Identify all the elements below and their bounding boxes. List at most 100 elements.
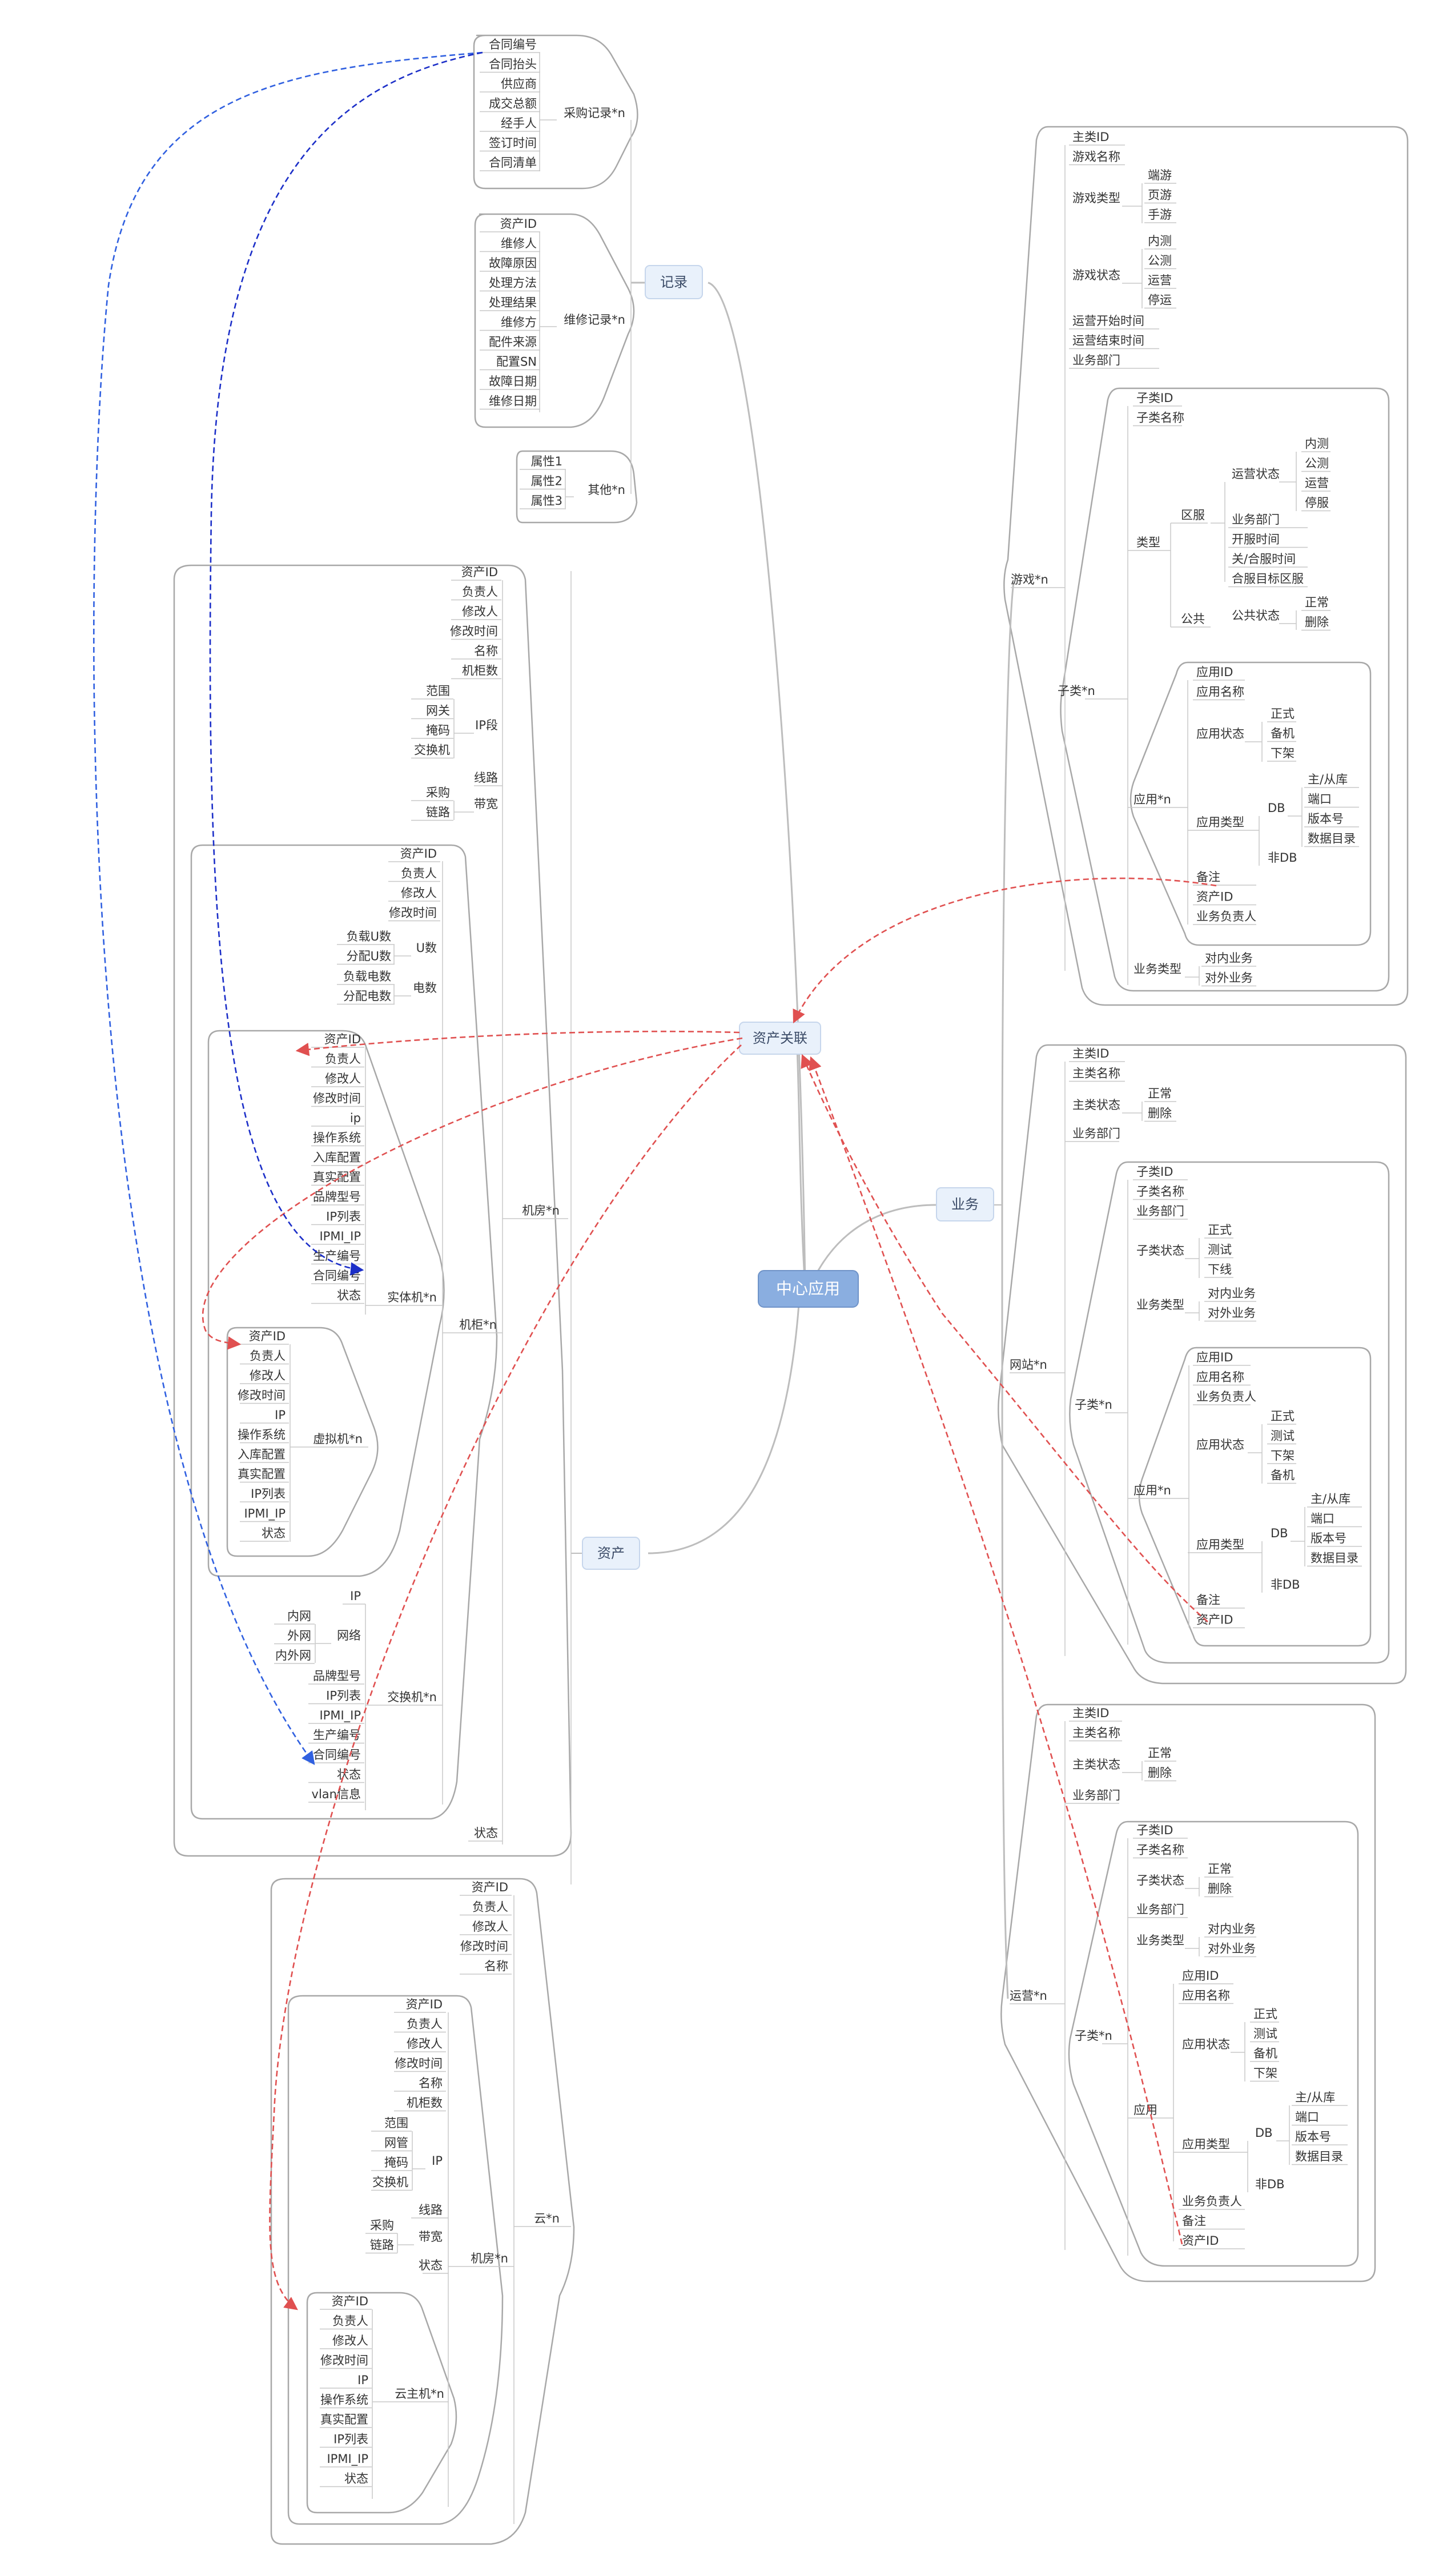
site-app-state-1: 测试: [1271, 1429, 1295, 1443]
topic-relation[interactable]: 资产关联: [739, 1022, 821, 1055]
site-app-state-0: 正式: [1271, 1409, 1295, 1423]
room-bw-1: 链路: [426, 806, 450, 819]
game-sub-outline: [1060, 387, 1390, 992]
game-label: 游戏*n: [1011, 573, 1048, 586]
game-public: 公共: [1181, 612, 1205, 626]
vm-field-6: 入库配置: [238, 1448, 286, 1461]
cloud-room-field-5: 机柜数: [407, 2096, 443, 2110]
game-zone-field-0: 业务部门: [1232, 513, 1280, 527]
game-app-field-1: 应用名称: [1196, 685, 1244, 699]
game-app-type: 应用类型: [1196, 815, 1244, 829]
site-sub-state-label: 子类状态: [1136, 1244, 1184, 1257]
game-app-db-2: 版本号: [1308, 812, 1344, 826]
physical-field-11: 生产编号: [313, 1249, 361, 1263]
physical-field-0: 资产ID: [324, 1032, 361, 1046]
cabinet-outline: [190, 844, 498, 1820]
center-node[interactable]: 中心应用: [758, 1270, 859, 1308]
cloud-room-ip-label: IP: [432, 2154, 443, 2168]
game-type-0: 端游: [1148, 168, 1172, 182]
cloud-room-ip-3: 交换机: [372, 2176, 408, 2189]
vm-field-10: 状态: [262, 1526, 286, 1540]
cloud-room-bw-1: 链路: [370, 2239, 394, 2252]
room-line: 线路: [474, 771, 498, 785]
site-sub-label: 子类*n: [1075, 1398, 1112, 1412]
game-state-0: 内测: [1148, 234, 1172, 248]
site-outline: [998, 1044, 1407, 1685]
ops-sub-biz-1: 对外业务: [1208, 1942, 1256, 1956]
cloud-field-4: 名称: [484, 1959, 508, 1973]
site-sub-outline: [1069, 1161, 1390, 1664]
cloud-room-field-4: 名称: [419, 2076, 443, 2090]
center-box[interactable]: [758, 1270, 859, 1308]
vm-label: 虚拟机*n: [313, 1432, 363, 1446]
branch-relation: [795, 1036, 806, 1288]
site-sub-state-0: 正式: [1208, 1223, 1232, 1237]
topic-business[interactable]: 业务: [936, 1187, 994, 1221]
other-outline: [516, 450, 638, 524]
physical-field-4: ip: [350, 1111, 361, 1125]
site-app-state-3: 备机: [1271, 1469, 1295, 1482]
topic-record[interactable]: 记录: [645, 265, 703, 299]
ops-sub-state-1: 删除: [1208, 1882, 1232, 1896]
room-field-0: 资产ID: [461, 565, 498, 579]
physical-field-12: 合同编号: [313, 1269, 361, 1283]
cloud-room-ip-1: 网管: [384, 2136, 408, 2150]
ops-app-db-2: 版本号: [1295, 2130, 1331, 2144]
site-app-db-3: 数据目录: [1311, 1552, 1358, 1565]
game-app-state-2: 下架: [1271, 746, 1295, 760]
ops-app-state-3: 下架: [1253, 2067, 1277, 2080]
site-field-0: 主类ID: [1072, 1047, 1109, 1060]
room-ipseg-0: 范围: [426, 684, 450, 698]
cabinet-power-1: 分配电数: [343, 990, 391, 1003]
site-sub-field-1: 子类名称: [1136, 1185, 1184, 1199]
cloud-field-0: 资产ID: [472, 1880, 508, 1894]
physical-field-3: 修改时间: [313, 1092, 361, 1106]
switch-network-0: 内网: [287, 1609, 311, 1623]
rel-site-assetid: [801, 1054, 1208, 1622]
topic-business-box[interactable]: [936, 1187, 994, 1221]
ops-app-db-1: 端口: [1295, 2111, 1319, 2124]
ops-sub-biz-label: 业务类型: [1136, 1934, 1184, 1947]
game-biz-0: 对内业务: [1205, 951, 1253, 965]
game-zone-field-3: 合服目标区服: [1232, 572, 1304, 586]
site-app-db-label: DB: [1271, 1526, 1288, 1540]
game-public-state-label: 公共状态: [1232, 609, 1280, 622]
game-type-label: 游戏类型: [1072, 191, 1120, 205]
other-field-0: 属性1: [531, 455, 562, 468]
room-field-2: 修改人: [462, 605, 498, 618]
cloud-host-field-8: IPMI_IP: [327, 2452, 368, 2466]
ops-dept: 业务部门: [1072, 1789, 1120, 1802]
cloud-label: 云*n: [534, 2212, 560, 2225]
physical-field-13: 状态: [337, 1289, 361, 1303]
switch-field-4: 合同编号: [313, 1748, 361, 1762]
purchase-field-3: 成交总额: [489, 97, 537, 111]
site-app-type: 应用类型: [1196, 1538, 1244, 1552]
game-state-1: 公测: [1148, 254, 1172, 268]
game-sub-field-0: 子类ID: [1136, 391, 1173, 405]
physical-field-7: 真实配置: [313, 1171, 361, 1184]
topic-relation-label: 资产关联: [753, 1030, 807, 1046]
site-app-db-1: 端口: [1311, 1512, 1335, 1526]
vm-field-9: IPMI_IP: [244, 1507, 286, 1521]
game-state-label: 游戏状态: [1072, 268, 1120, 282]
topic-record-box[interactable]: [645, 265, 703, 299]
room-field-3: 修改时间: [450, 625, 498, 638]
site-sub-field-0: 子类ID: [1136, 1165, 1173, 1179]
site-dept: 业务部门: [1072, 1127, 1120, 1140]
cabinet-label: 机柜*n: [459, 1318, 497, 1332]
branch-asset: [648, 1296, 801, 1554]
topic-asset-box[interactable]: [582, 1537, 640, 1570]
switch-field-3: 生产编号: [313, 1729, 361, 1742]
cloud-field-3: 修改时间: [460, 1940, 508, 1954]
ops-app-state-2: 备机: [1253, 2047, 1277, 2060]
site-app-field-0: 应用ID: [1196, 1351, 1233, 1364]
rel-game-assetid: [793, 877, 1217, 1024]
ops-app-label: 应用: [1133, 2103, 1157, 2117]
branch-ops: [1001, 1204, 1009, 1999]
cabinet-field-2: 修改人: [401, 886, 437, 900]
cloud-host-field-5: 操作系统: [320, 2393, 368, 2407]
ops-sub-label: 子类*n: [1075, 2029, 1112, 2043]
ops-sub-state-0: 正常: [1208, 1862, 1232, 1876]
cloud-room-outline: [287, 1995, 504, 2525]
topic-asset[interactable]: 资产: [582, 1537, 640, 1570]
